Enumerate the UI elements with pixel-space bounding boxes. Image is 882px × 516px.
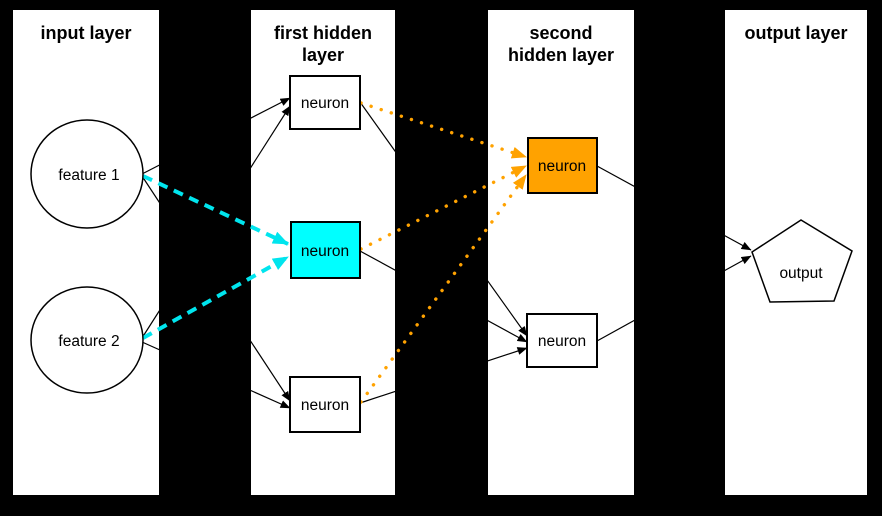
title-second-hidden-line1: second bbox=[529, 23, 592, 43]
node-h2-neuron-1-orange bbox=[527, 137, 598, 194]
title-first-hidden-line1: first hidden bbox=[274, 23, 372, 43]
edge-h1n3-to-h2n1-orange bbox=[359, 173, 528, 404]
edge-h1n1-to-h2n2 bbox=[359, 101, 528, 337]
node-h1-neuron-3 bbox=[289, 376, 361, 433]
label-h1-neuron-2: neuron bbox=[301, 243, 349, 260]
panel-second-hidden-layer bbox=[488, 10, 634, 495]
edge-feature2-to-h1n3 bbox=[141, 341, 291, 409]
label-feature-1: feature 1 bbox=[58, 167, 119, 184]
label-feature-2: feature 2 bbox=[58, 333, 119, 350]
node-h1-neuron-1 bbox=[289, 75, 361, 130]
edge-feature1-to-h1n2-cyan bbox=[142, 174, 289, 246]
node-h2-neuron-2 bbox=[526, 313, 598, 368]
title-output-layer: output layer bbox=[744, 23, 847, 43]
edge-feature2-to-h1n2-cyan bbox=[142, 255, 289, 340]
label-h2-neuron-1: neuron bbox=[538, 158, 586, 175]
edge-h1n3-to-h2n2 bbox=[359, 347, 528, 404]
label-h1-neuron-3: neuron bbox=[301, 397, 349, 414]
edge-h2n2-to-output bbox=[596, 255, 752, 342]
edge-h2n1-to-output bbox=[596, 165, 752, 251]
edge-h1n2-to-h2n1-orange bbox=[359, 164, 528, 251]
edge-feature1-to-h1n3 bbox=[141, 175, 291, 402]
panel-input-layer bbox=[13, 10, 159, 495]
node-feature-2 bbox=[30, 286, 144, 394]
label-h2-neuron-2: neuron bbox=[538, 333, 586, 350]
edge-feature1-to-h1n1 bbox=[141, 97, 291, 175]
node-h1-neuron-2-cyan bbox=[290, 221, 361, 279]
label-h1-neuron-1: neuron bbox=[301, 95, 349, 112]
label-output: output bbox=[779, 265, 823, 282]
title-input-layer: input layer bbox=[40, 23, 131, 43]
title-second-hidden-line2: hidden layer bbox=[508, 45, 614, 65]
node-feature-1 bbox=[30, 119, 144, 229]
title-first-hidden-line2: layer bbox=[302, 45, 344, 65]
node-output-pentagon bbox=[751, 219, 853, 303]
edge-feature2-to-h1n1 bbox=[141, 105, 291, 339]
edge-h1n2-to-h2n2 bbox=[359, 250, 528, 343]
